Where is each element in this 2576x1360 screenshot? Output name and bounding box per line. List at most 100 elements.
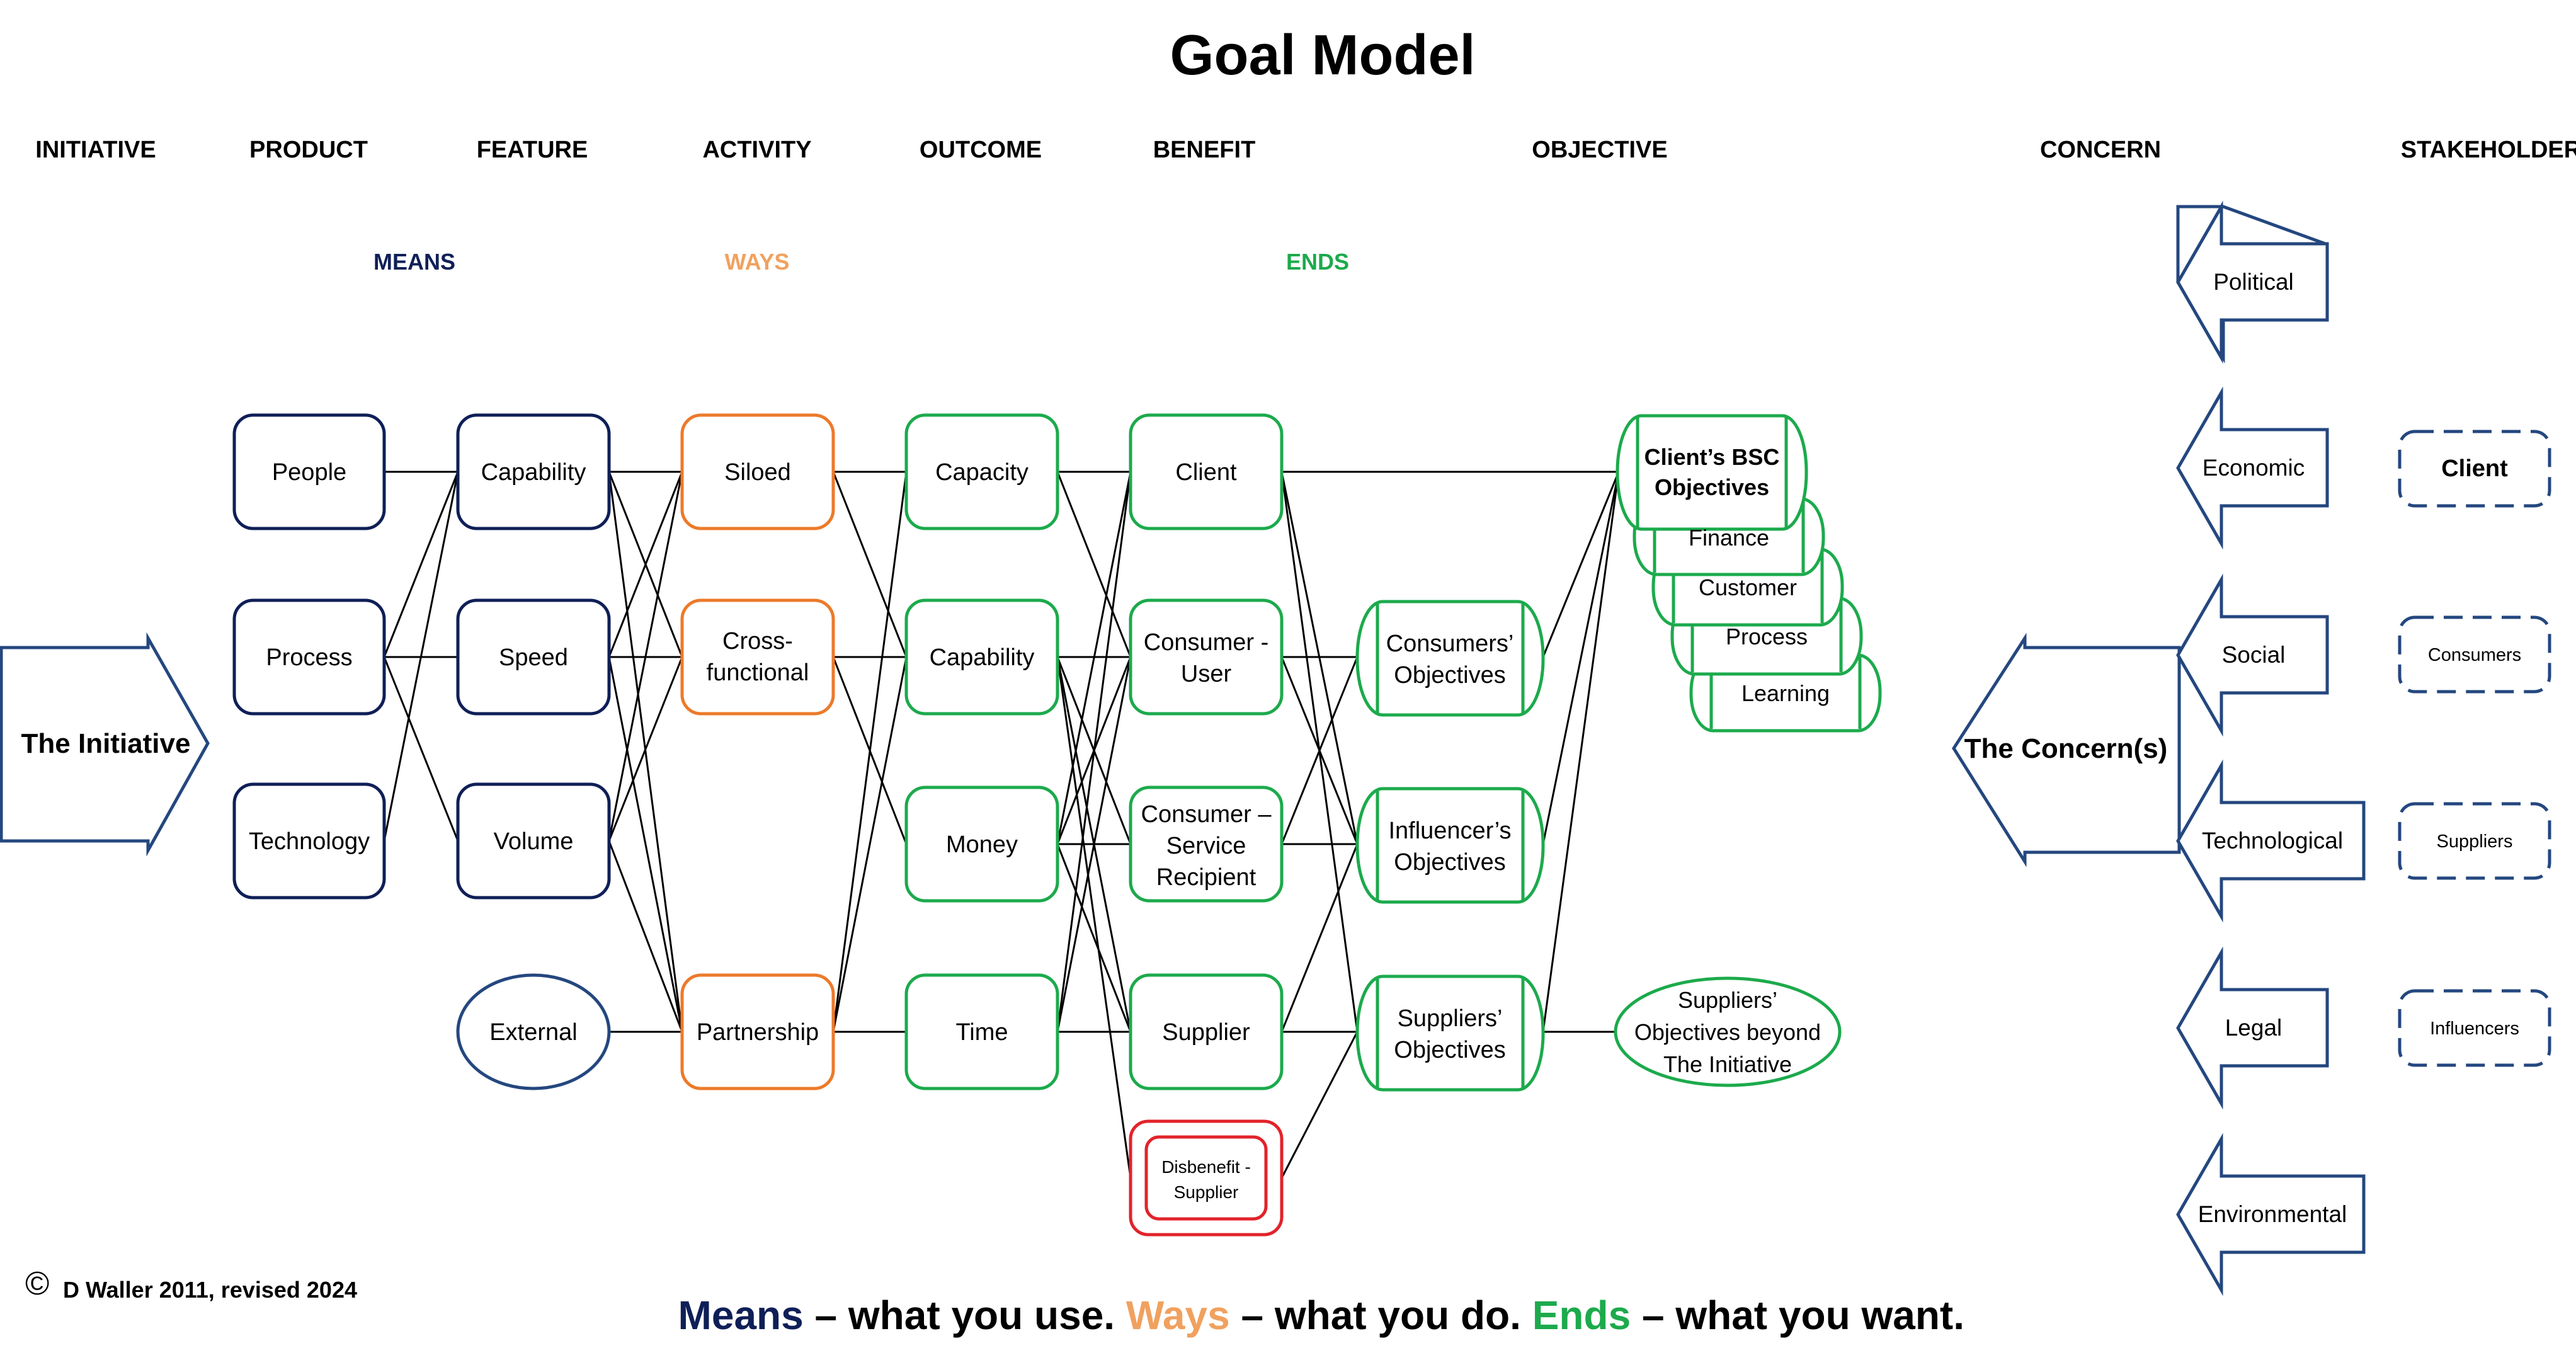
objective-suppliers-beyond xyxy=(1614,976,1842,1087)
disbenefit-label-2: Supplier xyxy=(1174,1182,1239,1202)
stakeholder-client-label: Client xyxy=(2441,455,2508,482)
benefit-column xyxy=(1129,413,1284,1090)
connector-lines xyxy=(383,471,1620,1179)
concern-economic xyxy=(2176,386,2329,550)
suppliers-beyond-label-2: Objectives beyond xyxy=(1634,1019,1821,1045)
column-headers: INITIATIVE PRODUCT FEATURE ACTIVITY OUTC… xyxy=(35,137,2576,163)
objective-suppliers xyxy=(1355,974,1545,1092)
concern-environmental-label: Environmental xyxy=(2198,1201,2347,1227)
activity-cross-functional xyxy=(680,598,835,716)
footer-ends-rest: – what you want. xyxy=(1631,1293,1964,1338)
bsc-objectives-stack xyxy=(1616,414,1882,733)
outcome-capability xyxy=(904,598,1059,716)
initiative-arrow: The Initiative xyxy=(0,632,210,857)
concern-legal-label: Legal xyxy=(2225,1015,2282,1041)
concern-economic-label: Economic xyxy=(2203,455,2305,481)
outcome-capability-label: Capability xyxy=(930,644,1035,671)
stakeholder-suppliers-label: Suppliers xyxy=(2437,831,2513,852)
product-people xyxy=(232,413,386,530)
footer-means: Means xyxy=(678,1293,804,1338)
category-means: MEANS xyxy=(373,249,455,275)
benefit-consumer-user-label-2: User xyxy=(1181,661,1232,687)
objective-influencers-label-2: Objectives xyxy=(1394,849,1505,876)
feature-external xyxy=(456,973,611,1090)
benefit-consumer-service xyxy=(1129,786,1284,903)
product-technology xyxy=(232,782,386,900)
bsc-learning-label: Learning xyxy=(1741,680,1830,706)
stakeholder-client xyxy=(2398,430,2551,508)
concern-arrow: The Concern(s) xyxy=(1952,632,2181,867)
activity-partnership-label: Partnership xyxy=(697,1019,819,1046)
stakeholder-influencers xyxy=(2398,989,2551,1067)
bsc-client-objectives xyxy=(1616,414,1808,531)
mid-objectives xyxy=(1355,600,1545,1092)
outcome-time-label: Time xyxy=(955,1019,1008,1046)
concern-social-label: Social xyxy=(2222,642,2286,668)
objective-influencers-label-1: Influencer’s xyxy=(1388,818,1511,844)
benefit-consumer-service-label-3: Recipient xyxy=(1156,864,1257,891)
feature-capability xyxy=(456,413,611,530)
feature-speed xyxy=(456,598,611,716)
benefit-consumer-service-label-1: Consumer – xyxy=(1141,801,1272,828)
feature-capability-label: Capability xyxy=(481,459,586,486)
outcome-money xyxy=(904,786,1059,903)
footer-ways: Ways xyxy=(1126,1293,1230,1338)
initiative-arrow-label: The Initiative xyxy=(21,728,191,759)
bsc-finance-label: Finance xyxy=(1689,525,1769,551)
product-process xyxy=(232,598,386,716)
product-technology-label: Technology xyxy=(249,828,370,855)
feature-volume xyxy=(456,782,611,900)
suppliers-beyond-label-1: Suppliers’ xyxy=(1678,987,1777,1013)
header-stakeholder: STAKEHOLDER xyxy=(2401,137,2576,163)
benefit-consumer-user xyxy=(1129,598,1284,716)
bsc-client-label-2: Objectives xyxy=(1655,474,1769,500)
suppliers-beyond-label-3: The Initiative xyxy=(1663,1051,1792,1077)
stakeholder-column xyxy=(2398,430,2551,1067)
activity-column xyxy=(680,413,835,1090)
objective-influencers xyxy=(1355,787,1545,904)
footer-tagline: Means – what you use. Ways – what you do… xyxy=(622,1293,1998,1338)
objective-consumers-label-2: Objectives xyxy=(1394,662,1505,689)
footer-ways-rest: – what you do. xyxy=(1230,1293,1532,1338)
stakeholder-consumers-label: Consumers xyxy=(2428,645,2521,665)
header-activity: ACTIVITY xyxy=(702,137,811,163)
activity-cross-functional-label-1: Cross- xyxy=(722,628,793,654)
concern-social xyxy=(2176,573,2329,737)
header-product: PRODUCT xyxy=(249,137,368,163)
category-ends: ENDS xyxy=(1286,249,1349,275)
category-ways: WAYS xyxy=(725,249,790,275)
outcome-money-label: Money xyxy=(946,831,1018,858)
concern-arrow-label: The Concern(s) xyxy=(1964,733,2168,764)
outcome-column xyxy=(904,413,1059,1090)
benefit-supplier-label: Supplier xyxy=(1162,1019,1250,1046)
concern-technological xyxy=(2176,759,2366,923)
disbenefit-label-1: Disbenefit - xyxy=(1161,1157,1251,1177)
product-column xyxy=(232,413,386,900)
footer-means-rest: – what you use. xyxy=(804,1293,1126,1338)
activity-partnership xyxy=(680,973,835,1090)
concern-legal xyxy=(2176,946,2329,1110)
concern-political-label: Political xyxy=(2213,269,2294,295)
outcome-capacity xyxy=(904,413,1059,530)
objective-consumers xyxy=(1355,600,1545,717)
activity-siloed-label: Siloed xyxy=(724,459,791,486)
concern-technological-label: Technological xyxy=(2202,828,2343,854)
benefit-client-label: Client xyxy=(1175,459,1237,486)
header-concern: CONCERN xyxy=(2040,137,2161,163)
benefit-client xyxy=(1129,413,1284,530)
product-process-label: Process xyxy=(266,644,352,671)
header-benefit: BENEFIT xyxy=(1153,137,1256,163)
feature-column xyxy=(456,413,611,1090)
header-feature: FEATURE xyxy=(477,137,588,163)
outcome-capacity-label: Capacity xyxy=(935,459,1029,486)
objective-suppliers-label-2: Objectives xyxy=(1394,1037,1505,1063)
feature-volume-label: Volume xyxy=(494,828,574,855)
benefit-disbenefit xyxy=(1129,1119,1284,1237)
footer-ends: Ends xyxy=(1532,1293,1631,1338)
header-initiative: INITIATIVE xyxy=(35,137,156,163)
stakeholder-consumers xyxy=(2398,615,2551,694)
feature-external-label: External xyxy=(489,1019,577,1046)
concern-environmental xyxy=(2176,1133,2366,1296)
concern-shapes xyxy=(2176,200,2366,1296)
